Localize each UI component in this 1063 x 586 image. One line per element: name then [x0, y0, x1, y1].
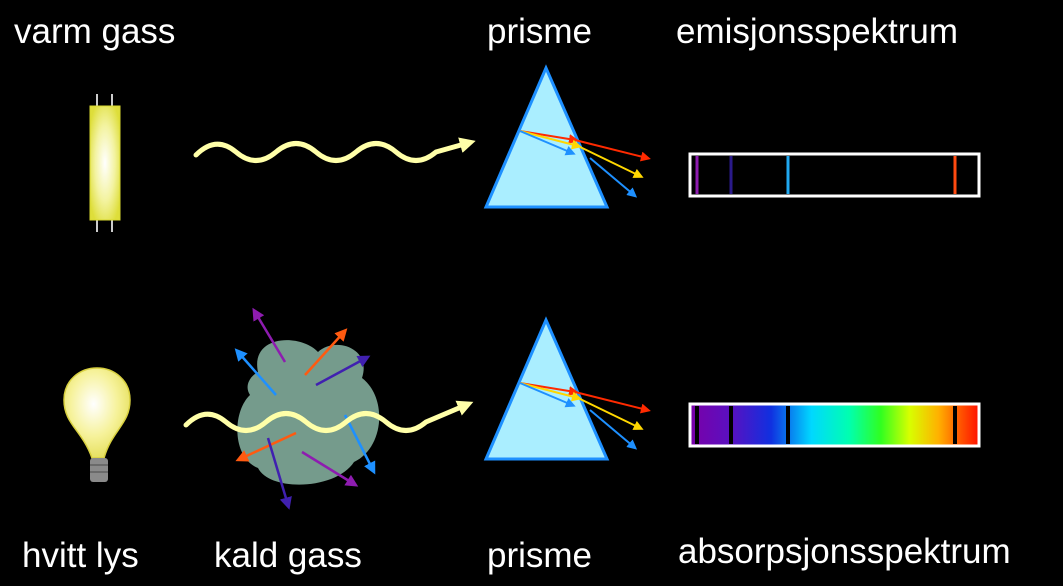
emission-spectrum-label: emisjonsspektrum: [676, 12, 959, 51]
emission-spectrum-bar: [688, 152, 981, 198]
light-wave-top: [193, 137, 476, 163]
light-wave-bottom: [183, 400, 474, 433]
cold-gas-label: kald gass: [214, 536, 362, 575]
dispersed-rays-top: [519, 130, 651, 198]
gas-tube: [89, 94, 121, 232]
prism-top-label: prisme: [487, 12, 593, 51]
hot-gas-label: varm gass: [14, 12, 176, 51]
cold-gas-cloud: [234, 307, 380, 510]
prism-bottom-label: prisme: [487, 536, 593, 575]
dispersed-rays-bottom: [519, 382, 651, 450]
white-light-label: hvitt lys: [22, 536, 139, 575]
prism-top: [483, 64, 651, 209]
absorption-spectrum-bar: [688, 402, 981, 448]
scattered-rays: [234, 307, 376, 510]
light-bulb: [63, 367, 131, 482]
absorption-spectrum-label: absorpsjonsspektrum: [678, 532, 1011, 571]
prism-bottom: [483, 316, 651, 461]
